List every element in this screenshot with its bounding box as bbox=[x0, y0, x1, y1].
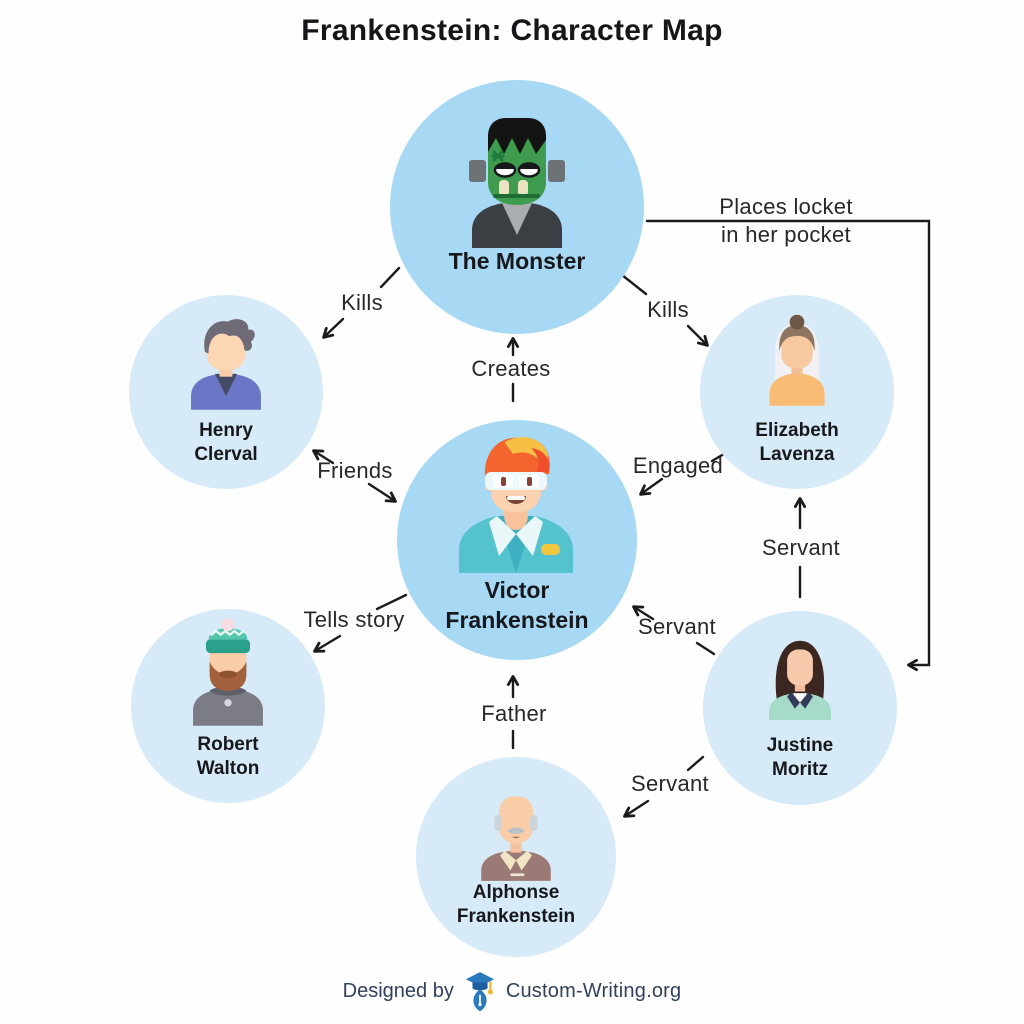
node-henry-clerval: Henry Clerval bbox=[129, 295, 323, 489]
node-label-alphonse-frankenstein: Alphonse Frankenstein bbox=[456, 882, 576, 927]
edge-label-tells-story: Tells story bbox=[303, 607, 405, 632]
custom-writing-logo-icon bbox=[465, 972, 494, 1012]
node-victor-frankenstein: Victor Frankenstein bbox=[397, 420, 637, 660]
node-label-robert-walton: Robert Walton bbox=[196, 734, 260, 779]
node-label-victor-frankenstein: Victor Frankenstein bbox=[445, 577, 589, 633]
arrow-servant-alphonse-seg2 bbox=[623, 799, 650, 818]
brand-text: Custom-Writing.org bbox=[505, 979, 682, 1002]
arrow-servant-victor-seg1 bbox=[695, 641, 716, 656]
edge-label-kills-henry: Kills bbox=[341, 290, 383, 315]
node-the-monster: The Monster bbox=[390, 80, 644, 334]
node-justine-moritz: Justine Moritz bbox=[703, 611, 897, 805]
edge-label-engaged: Engaged bbox=[632, 453, 724, 478]
arrow-kills-elizabeth-seg1 bbox=[620, 273, 648, 296]
arrow-engaged-to-victor bbox=[639, 477, 664, 496]
node-alphonse-frankenstein: Alphonse Frankenstein bbox=[416, 757, 616, 957]
monster-avatar-icon bbox=[469, 118, 565, 248]
arrow-servant-alphonse-seg1 bbox=[686, 755, 705, 772]
edge-label-places-locket: Places locket in her pocket bbox=[719, 194, 853, 247]
node-label-justine-moritz: Justine Moritz bbox=[766, 735, 834, 780]
page-title: Frankenstein: Character Map bbox=[301, 14, 723, 47]
node-label-elizabeth-lavenza: Elizabeth Lavenza bbox=[755, 420, 839, 465]
henry-avatar-icon bbox=[191, 319, 261, 410]
node-elizabeth-lavenza: Elizabeth Lavenza bbox=[700, 295, 894, 489]
edge-label-father: Father bbox=[481, 701, 547, 726]
arrow-kills-elizabeth-seg2 bbox=[686, 324, 709, 347]
edge-label-servant-elizabeth: Servant bbox=[762, 535, 840, 560]
edge-label-friends: Friends bbox=[317, 458, 393, 483]
robert-avatar-icon bbox=[193, 618, 263, 726]
node-label-henry-clerval: Henry Clerval bbox=[194, 420, 258, 465]
arrow-kills-henry-seg2 bbox=[322, 317, 345, 339]
edge-label-servant-victor: Servant bbox=[638, 614, 716, 639]
victor-avatar-icon bbox=[459, 437, 573, 573]
designed-by-text: Designed by bbox=[342, 979, 454, 1002]
arrow-tells-story-seg2 bbox=[313, 634, 342, 653]
node-robert-walton: Robert Walton bbox=[131, 609, 325, 803]
justine-avatar-icon bbox=[769, 640, 831, 720]
elizabeth-avatar-icon bbox=[769, 314, 825, 406]
edge-label-servant-alphonse: Servant bbox=[631, 771, 709, 796]
edge-label-creates: Creates bbox=[471, 356, 551, 381]
footer-credit: Designed by Custom-Writing.org bbox=[0, 970, 1024, 1012]
alphonse-avatar-icon bbox=[481, 796, 551, 881]
node-label-the-monster: The Monster bbox=[448, 248, 586, 274]
edge-label-kills-elizabeth: Kills bbox=[647, 297, 689, 322]
arrow-friends-to-victor bbox=[367, 482, 397, 503]
